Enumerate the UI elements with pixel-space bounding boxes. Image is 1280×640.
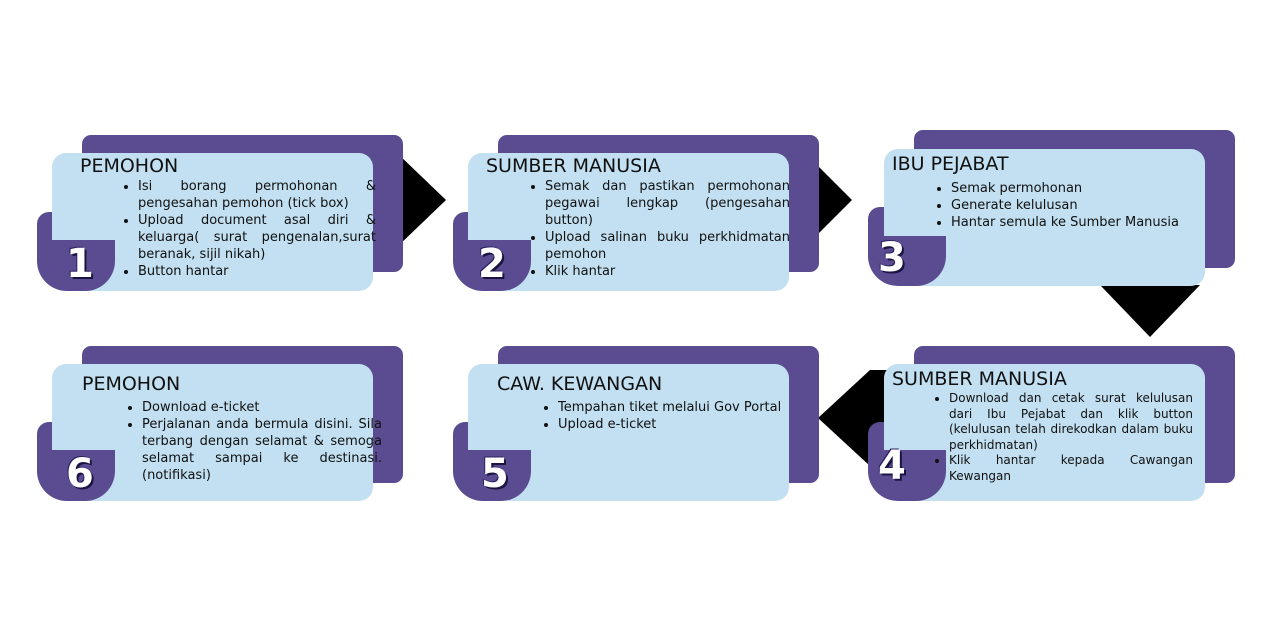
step-title: SUMBER MANUSIA bbox=[486, 155, 661, 177]
list-item: Tempahan tiket melalui Gov Portal bbox=[558, 399, 798, 416]
list-item: Klik hantar kepada Cawangan Kewangan bbox=[949, 453, 1193, 484]
step-title: IBU PEJABAT bbox=[892, 153, 1009, 175]
list-item: Klik hantar bbox=[545, 263, 790, 280]
list-item: Isi borang permohonan & pengesahan pemoh… bbox=[138, 178, 376, 212]
list-item: Download dan cetak surat kelulusan dari … bbox=[949, 391, 1193, 453]
step-number: 3 bbox=[878, 235, 906, 281]
step-number: 1 bbox=[66, 241, 94, 287]
step-number: 5 bbox=[481, 451, 509, 497]
step-badge bbox=[453, 450, 531, 501]
list-item: Generate kelulusan bbox=[951, 197, 1188, 214]
list-item: Upload document asal diri & keluarga( su… bbox=[138, 212, 376, 263]
step-items: Download e-ticket Perjalanan anda bermul… bbox=[124, 399, 382, 484]
list-item: Perjalanan anda bermula disini. Sila ter… bbox=[142, 416, 382, 484]
step-badge bbox=[868, 236, 946, 286]
list-item: Button hantar bbox=[138, 263, 376, 280]
step-items: Semak permohonan Generate kelulusan Hant… bbox=[933, 180, 1188, 231]
step-items: Download dan cetak surat kelulusan dari … bbox=[931, 391, 1193, 484]
step-number: 6 bbox=[66, 451, 94, 497]
list-item: Semak permohonan bbox=[951, 180, 1188, 197]
step-items: Semak dan pastikan permohonan pegawai le… bbox=[527, 178, 790, 280]
arrow-3-to-4 bbox=[1100, 285, 1200, 337]
arrow-1-to-2 bbox=[396, 152, 446, 248]
arrow-2-to-3 bbox=[812, 160, 852, 240]
step-title: PEMOHON bbox=[80, 155, 179, 177]
list-item: Hantar semula ke Sumber Manusia bbox=[951, 214, 1188, 231]
step-title: SUMBER MANUSIA bbox=[892, 368, 1067, 390]
list-item: Download e-ticket bbox=[142, 399, 382, 416]
step-items: Tempahan tiket melalui Gov Portal Upload… bbox=[540, 399, 798, 433]
list-item: Upload salinan buku perkhidmatan pemohon bbox=[545, 229, 790, 263]
step-title: CAW. KEWANGAN bbox=[497, 373, 663, 395]
step-badge bbox=[868, 450, 946, 501]
step-badge bbox=[37, 450, 115, 501]
step-number: 2 bbox=[478, 241, 506, 287]
step-items: Isi borang permohonan & pengesahan pemoh… bbox=[120, 178, 376, 280]
list-item: Semak dan pastikan permohonan pegawai le… bbox=[545, 178, 790, 229]
list-item: Upload e-ticket bbox=[558, 416, 798, 433]
step-badge bbox=[37, 240, 115, 291]
step-title: PEMOHON bbox=[82, 373, 181, 395]
step-number: 4 bbox=[878, 443, 906, 489]
step-badge bbox=[453, 240, 531, 291]
